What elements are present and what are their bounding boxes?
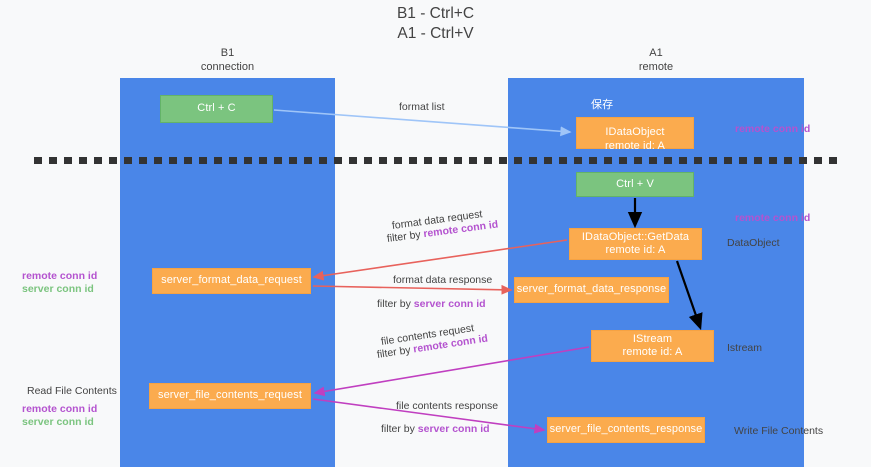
- node-server-format-data-request[interactable]: server_format_data_request: [152, 268, 311, 294]
- title-line-2: A1 - Ctrl+V: [397, 25, 474, 42]
- node-istream-label: IStream remote id: A: [622, 332, 683, 359]
- filter-key-server-conn-id: server conn id: [417, 423, 490, 435]
- page-title: B1 - Ctrl+C A1 - Ctrl+V: [0, 4, 871, 44]
- connector-format-data-response: [312, 284, 513, 295]
- node-save-dataobject-text: IDataObject remote id: A: [605, 126, 665, 152]
- node-server-file-contents-request[interactable]: server_file_contents_request: [149, 383, 311, 409]
- edge-label-file-contents-response-filter: filter by server conn id: [381, 423, 490, 435]
- annotation-istream: Istream: [727, 342, 763, 354]
- annotation-remote-conn-id-top: remote conn id: [735, 123, 811, 135]
- annotation-left-server-conn-id-2: server conn id: [22, 416, 94, 428]
- swimlane-a1-header: A1 remote: [508, 46, 804, 74]
- node-idataobject-getdata-label: IDataObject::GetData remote id: A: [581, 230, 690, 257]
- node-save-dataobject[interactable]: 保存 IDataObject remote id: A: [576, 99, 694, 152]
- annotation-write-file-contents: Write File Contents: [734, 425, 824, 437]
- node-server-file-contents-request-label: server_file_contents_request: [157, 389, 303, 402]
- annotation-read-file-contents: Read File Contents: [27, 385, 117, 397]
- swimlane-b1-header: B1 connection: [120, 46, 335, 74]
- annotation-dataobject: DataObject: [727, 237, 780, 249]
- annotation-left-remote-conn-id-2: remote conn id: [22, 403, 98, 415]
- edge-label-format-data-response: format data response: [393, 274, 493, 286]
- annotation-left-remote-conn-id-1: remote conn id: [22, 270, 98, 282]
- annotation-remote-conn-id-mid: remote conn id: [735, 212, 811, 224]
- node-ctrl-v-label: Ctrl + V: [616, 177, 654, 190]
- annotation-left-server-conn-id-1: server conn id: [22, 283, 94, 295]
- filter-prefix: filter by: [377, 298, 414, 310]
- swimlane-b1-name: B1: [220, 47, 235, 59]
- edge-label-format-data-response-filter: filter by server conn id: [377, 298, 486, 310]
- node-server-format-data-request-label: server_format_data_request: [161, 274, 302, 287]
- edge-label-format-list: format list: [399, 101, 445, 113]
- swimlane-a1-subtitle: remote: [638, 61, 674, 73]
- node-server-format-data-response-label: server_format_data_response: [516, 283, 667, 296]
- phase-separator: [34, 157, 839, 164]
- node-server-file-contents-response-label: server_file_contents_response: [549, 423, 703, 436]
- node-ctrl-c[interactable]: Ctrl + C: [160, 95, 273, 123]
- filter-key-server-conn-id: server conn id: [413, 298, 486, 310]
- node-save-dataobject-label: 保存 IDataObject remote id: A: [591, 99, 665, 167]
- title-line-1: B1 - Ctrl+C: [396, 5, 475, 22]
- node-ctrl-c-label: Ctrl + C: [197, 102, 236, 115]
- node-ctrl-v[interactable]: Ctrl + V: [576, 172, 694, 197]
- node-istream[interactable]: IStream remote id: A: [591, 330, 714, 362]
- node-save-dataobject-ghost-label: 保存: [591, 99, 614, 112]
- node-server-format-data-response[interactable]: server_format_data_response: [514, 277, 669, 303]
- swimlane-a1-name: A1: [649, 47, 663, 59]
- filter-prefix: filter by: [381, 423, 418, 435]
- swimlane-b1-subtitle: connection: [200, 61, 255, 73]
- edge-label-file-contents-response: file contents response: [396, 400, 499, 412]
- node-server-file-contents-response[interactable]: server_file_contents_response: [547, 417, 705, 443]
- node-idataobject-getdata[interactable]: IDataObject::GetData remote id: A: [569, 228, 702, 260]
